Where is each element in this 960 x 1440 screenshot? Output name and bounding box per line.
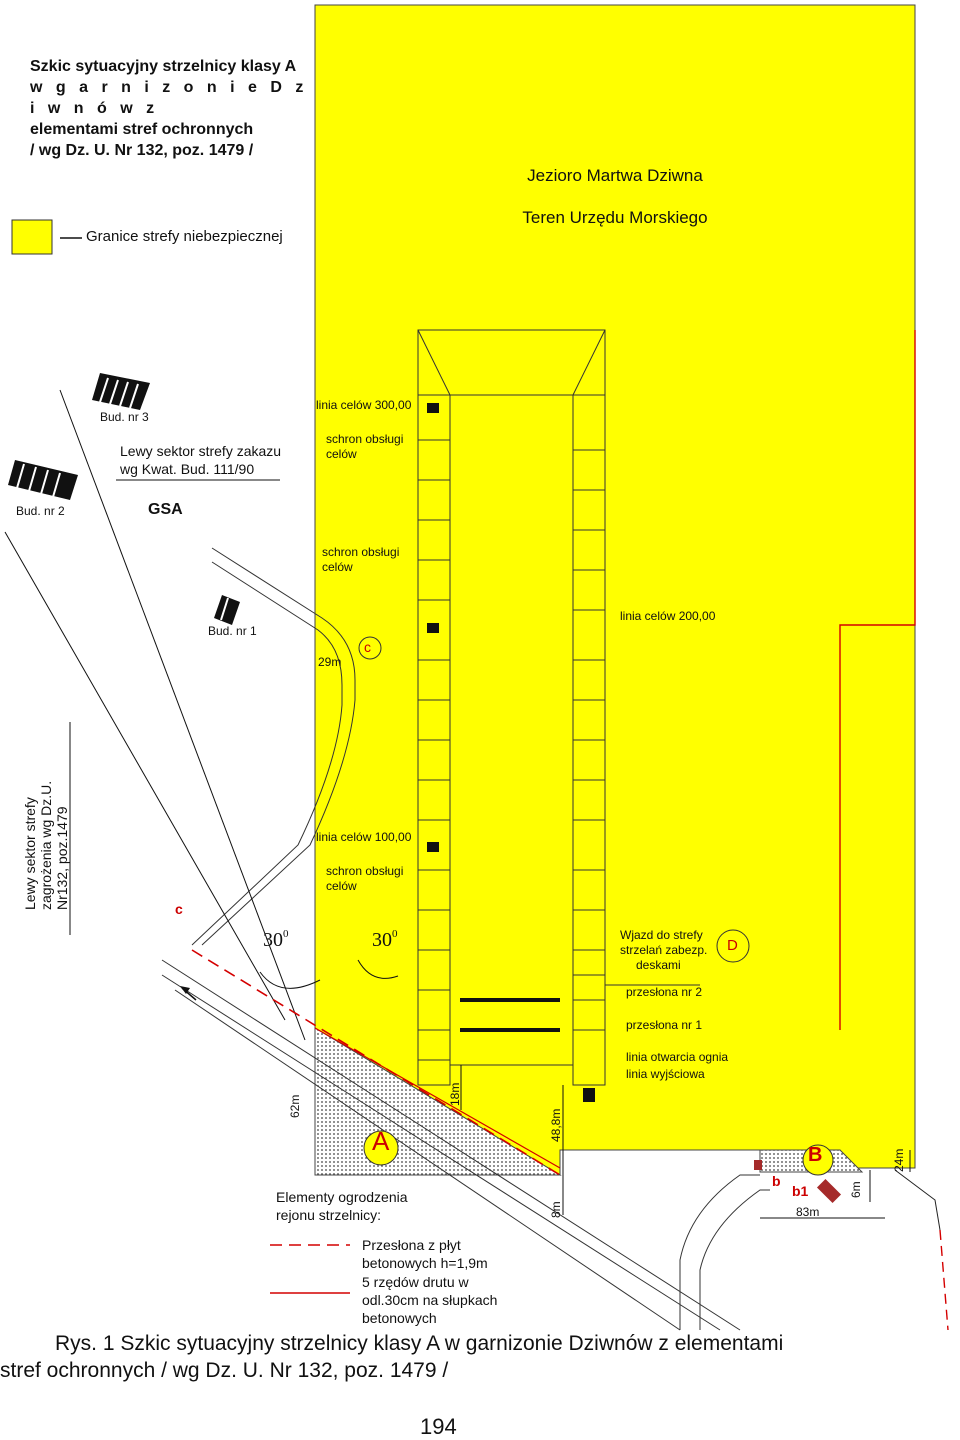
bud2-label: Bud. nr 2 <box>16 504 65 518</box>
bud1-icon <box>214 595 240 625</box>
d-marker-label: D <box>727 937 738 954</box>
legend-swatch <box>11 219 53 255</box>
angle-arc-left <box>259 971 321 989</box>
threat-line: Nr132, poz.1479 <box>54 806 70 910</box>
fence-wire-front <box>314 1027 561 1169</box>
gsa-label: GSA <box>148 501 183 518</box>
target-line-200: linia celów 200,00 <box>620 609 716 623</box>
exit-line-label: linia wyjściowa <box>626 1067 705 1081</box>
angle-arc-right <box>357 959 399 979</box>
lane-ticks <box>418 439 605 1061</box>
bud3-label: Bud. nr 3 <box>100 410 149 424</box>
shelter-label: schron obsługi <box>326 864 404 878</box>
ban-sector-label: wg Kwat. Bud. 111/90 <box>120 461 255 477</box>
dim-48m: 48,8m <box>549 1108 563 1142</box>
fence-dashed-right <box>939 1229 949 1331</box>
title-line: elementami stref ochronnych <box>30 121 254 138</box>
fire-open-label: linia otwarcia ognia <box>626 1050 729 1064</box>
threat-line: zagrożenia wg Dz.U. <box>38 780 54 910</box>
bud2-icon <box>8 460 78 500</box>
dim-62m: 62m <box>288 1094 302 1118</box>
caption-line: Rys. 1 Szkic sytuacyjny strzelnicy klasy… <box>55 1332 784 1355</box>
bud3-icon <box>92 373 150 410</box>
wire-label: betonowych <box>362 1310 437 1326</box>
boundary-right <box>839 330 916 1030</box>
a-marker-label: A <box>372 1126 390 1156</box>
entry-label: Wjazd do strefy <box>620 928 703 942</box>
target-line-100: linia celów 100,00 <box>316 830 412 844</box>
a-marker-circle <box>363 1130 399 1166</box>
legend-label: Granice strefy niebezpiecznej <box>86 228 283 245</box>
angle-value: 30 <box>263 929 283 951</box>
b1-label: b1 <box>792 1183 809 1199</box>
ban-sector-label: Lewy sektor strefy zakazu <box>120 443 282 459</box>
degree-sign: 0 <box>392 928 398 940</box>
angle-value: 30 <box>372 929 392 951</box>
office-label: Teren Urzędu Morskiego <box>522 208 708 227</box>
page-number: 194 <box>420 1414 457 1439</box>
angle-left-label: 300 <box>263 927 289 951</box>
range-lanes <box>417 329 606 1086</box>
baffle-2-label: przesłona nr 2 <box>626 985 703 999</box>
lake-label: Jezioro Martwa Dziwna <box>527 166 703 185</box>
caption-line: stref ochronnych / wg Dz. U. Nr 132, poz… <box>0 1359 449 1382</box>
figure-caption: Rys. 1 Szkic sytuacyjny strzelnicy klasy… <box>0 1330 960 1384</box>
wire-label: 5 rzędów drutu w <box>362 1274 469 1290</box>
dim-8m: 8m <box>549 1201 563 1218</box>
dim-18m: 18m <box>448 1082 462 1106</box>
threat-line: Lewy sektor strefy <box>22 797 38 910</box>
target-posts <box>427 403 595 1102</box>
d-marker-circle <box>716 929 750 963</box>
dim-29m: 29m <box>318 655 342 669</box>
dim-24m: 24m <box>892 1148 906 1172</box>
b-marker-label: B <box>808 1144 823 1166</box>
b1-building-icon <box>816 1178 842 1204</box>
title-line: Szkic sytuacyjny strzelnicy klasy A <box>30 58 297 75</box>
fence-right <box>894 1169 941 1231</box>
b-small-label: b <box>772 1173 781 1189</box>
dim-83m: 83m <box>796 1205 820 1219</box>
b-marker-circle <box>802 1144 834 1176</box>
c-marker-label: c <box>364 639 371 655</box>
baffle-1-label: przesłona nr 1 <box>626 1018 703 1032</box>
dimension-lines <box>460 1065 911 1219</box>
angle-right-label: 300 <box>372 927 398 951</box>
entry-label: deskami <box>636 958 681 972</box>
sketch-title: Szkic sytuacyjny strzelnicy klasy A w g … <box>30 56 320 161</box>
shelter-label: celów <box>326 879 357 893</box>
threat-sector-label: Lewy sektor strefy zagrożenia wg Dz.U. N… <box>22 781 70 910</box>
lower-roads <box>161 959 770 1331</box>
slab-label: betonowych h=1,9m <box>362 1255 488 1271</box>
c-marker-circle <box>358 636 382 660</box>
entry-label: strzelań zabezp. <box>620 943 708 957</box>
c-marker-label-left: c <box>175 901 183 917</box>
shelter-label: celów <box>322 560 353 574</box>
shelter-label: schron obsługi <box>326 432 404 446</box>
fence-heading: rejonu strzelnicy: <box>276 1207 382 1223</box>
title-line: w g a r n i z o n i e D z i w n ó w z <box>30 79 308 117</box>
shelter-label: celów <box>326 447 357 461</box>
wire-label: odl.30cm na słupkach <box>362 1292 498 1308</box>
dim-6m: 6m <box>849 1181 863 1198</box>
bud1-label: Bud. nr 1 <box>208 624 257 638</box>
sector-lines <box>4 389 306 1041</box>
arrow-head-icon <box>180 986 190 994</box>
fence-heading: Elementy ogrodzenia <box>276 1189 408 1205</box>
b-marker-icon <box>754 1160 762 1170</box>
slab-label: Przesłona z płyt <box>362 1237 461 1253</box>
shelter-label: schron obsługi <box>322 545 400 559</box>
target-line-300: linia celów 300,00 <box>316 398 412 412</box>
degree-sign: 0 <box>283 928 289 940</box>
title-line: / wg Dz. U. Nr 132, poz. 1479 / <box>30 142 254 159</box>
access-road <box>191 547 356 946</box>
